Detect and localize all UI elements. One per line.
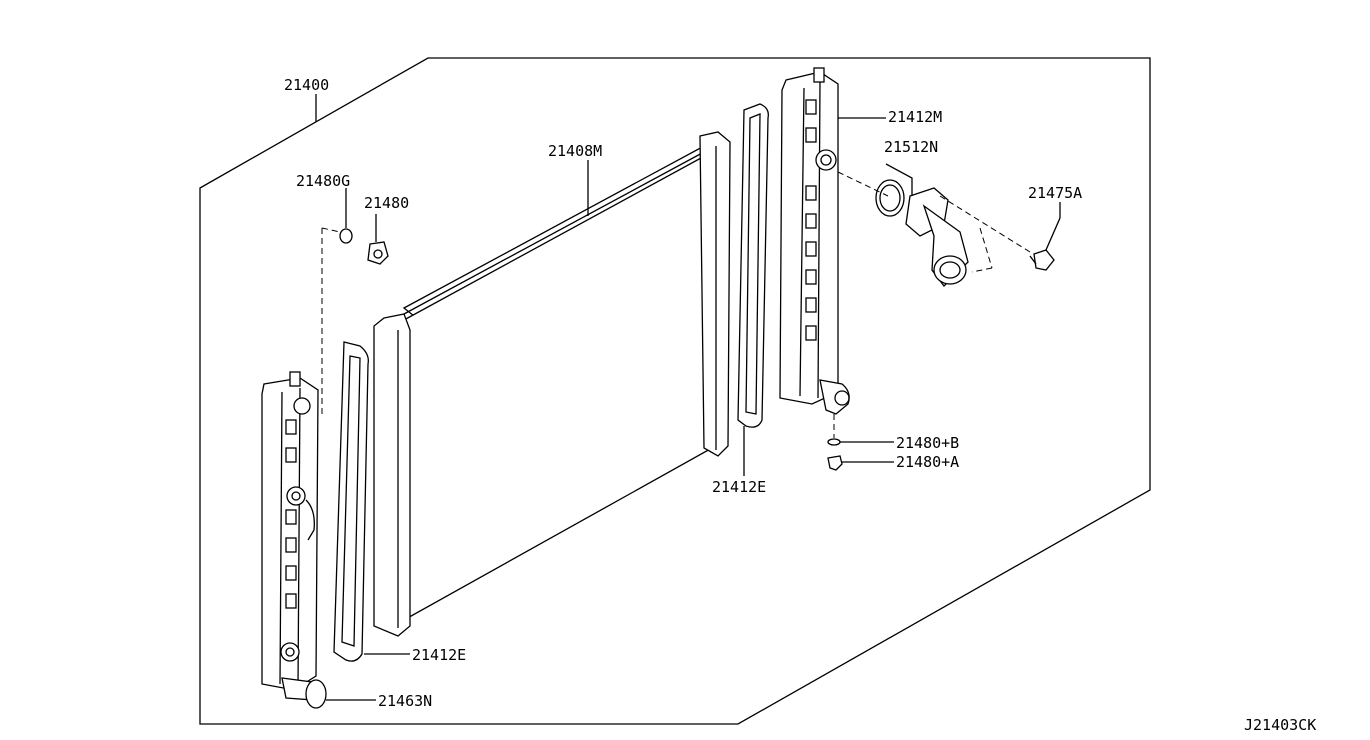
drain-cock — [281, 677, 327, 709]
water-outlet — [875, 179, 969, 287]
radiator-core — [373, 131, 731, 637]
label-21400: 21400 — [284, 76, 329, 94]
right-gasket — [737, 103, 769, 428]
left-tank — [261, 371, 319, 691]
leader-lines — [315, 94, 1061, 701]
label-21512n: 21512N — [884, 138, 938, 156]
diagram-code: J21403CK — [1244, 716, 1316, 734]
washer-bolt-lower — [827, 438, 843, 471]
left-gasket — [333, 341, 369, 662]
guide-lines — [321, 171, 1031, 438]
label-21412e-left: 21412E — [412, 646, 466, 664]
label-21412m: 21412M — [888, 108, 942, 126]
label-21412e-right: 21412E — [712, 478, 766, 496]
label-21480: 21480 — [364, 194, 409, 212]
label-21480g: 21480G — [296, 172, 350, 190]
label-21463n: 21463N — [378, 692, 432, 710]
right-tank — [779, 67, 850, 415]
label-21408m: 21408M — [548, 142, 602, 160]
upper-grommets — [339, 228, 389, 265]
label-21480a: 21480+A — [896, 453, 959, 471]
bolt-21475a — [1029, 249, 1055, 271]
assembly-frame — [199, 57, 1151, 725]
label-21480b: 21480+B — [896, 434, 959, 452]
label-21475a: 21475A — [1028, 184, 1082, 202]
